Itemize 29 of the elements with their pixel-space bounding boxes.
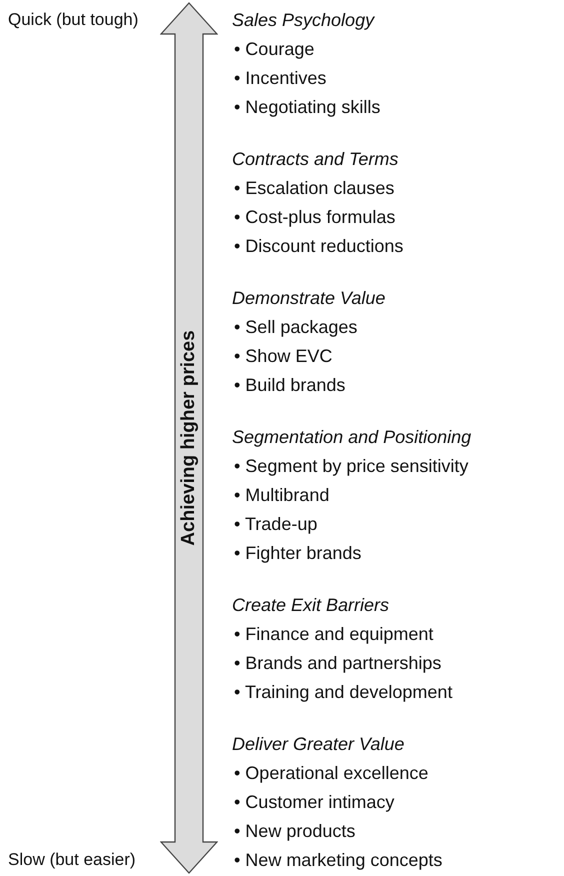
list-item: • Customer intimacy [234,791,394,813]
list-item: • Training and development [234,681,452,703]
list-item: • Operational excellence [234,762,428,784]
list-item: • Courage [234,38,314,60]
list-item: • Show EVC [234,345,332,367]
group-heading: Demonstrate Value [232,287,386,309]
group-heading: Sales Psychology [232,9,374,31]
list-item: • Escalation clauses [234,177,394,199]
list-item: • Build brands [234,374,346,396]
scale-end-label: Quick (but tough) [8,9,138,31]
list-item: • Finance and equipment [234,623,434,645]
list-item: • New products [234,820,356,842]
list-item: • Discount reductions [234,235,404,257]
list-item: • Sell packages [234,316,358,338]
group-heading: Deliver Greater Value [232,733,404,755]
group-heading: Contracts and Terms [232,148,398,170]
list-item: • Negotiating skills [234,96,380,118]
list-item: • New marketing concepts [234,849,442,871]
list-item: • Incentives [234,67,326,89]
list-item: • Brands and partnerships [234,652,442,674]
scale-end-label: Slow (but easier) [8,849,136,871]
list-item: • Fighter brands [234,542,362,564]
list-item: • Multibrand [234,484,330,506]
axis-label: Achieving higher prices [178,330,200,546]
group-heading: Create Exit Barriers [232,594,390,616]
list-item: • Segment by price sensitivity [234,455,468,477]
list-item: • Trade-up [234,513,318,535]
list-item: • Cost-plus formulas [234,206,396,228]
group-heading: Segmentation and Positioning [232,426,472,448]
